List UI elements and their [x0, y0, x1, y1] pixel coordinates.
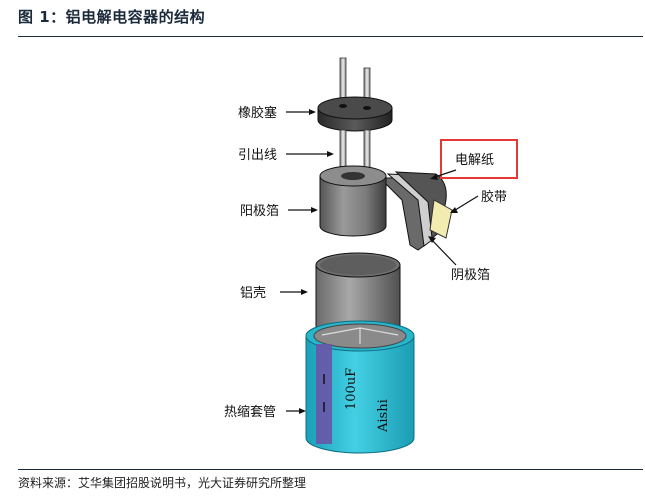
sleeve-polarity-band	[316, 344, 332, 444]
label-cathode-foil: 阴极箔	[451, 267, 490, 283]
rubber-plug	[317, 96, 393, 132]
label-aluminum-case: 铝壳	[240, 286, 266, 301]
top-divider	[18, 36, 643, 37]
foil-strips	[378, 171, 453, 251]
element-cylinder	[319, 165, 387, 237]
bottom-divider	[18, 469, 643, 470]
sleeve-capacitance-text: 100uF	[344, 368, 359, 410]
label-lead-wire: 引出线	[238, 148, 277, 163]
arrow-cathode-foil	[429, 237, 457, 266]
figure-title: 图 1：铝电解电容器的结构	[18, 8, 206, 26]
sleeve-brand-text: Aishi	[376, 399, 391, 433]
arrow-tape	[451, 195, 479, 213]
label-tape: 胶带	[481, 189, 507, 205]
highlight-box-electrolytic-paper	[440, 139, 518, 179]
label-rubber-plug: 橡胶塞	[238, 105, 277, 121]
figure-source: 资料来源：艾华集团招股说明书，光大证券研究所整理	[18, 476, 307, 490]
sleeved-capacitor	[305, 320, 415, 454]
label-anode-foil: 阳极箔	[240, 203, 279, 219]
lead-wires	[339, 129, 371, 171]
label-electrolytic-paper: 电解纸	[455, 153, 494, 168]
label-heat-shrink-sleeve: 热缩套管	[224, 404, 276, 420]
